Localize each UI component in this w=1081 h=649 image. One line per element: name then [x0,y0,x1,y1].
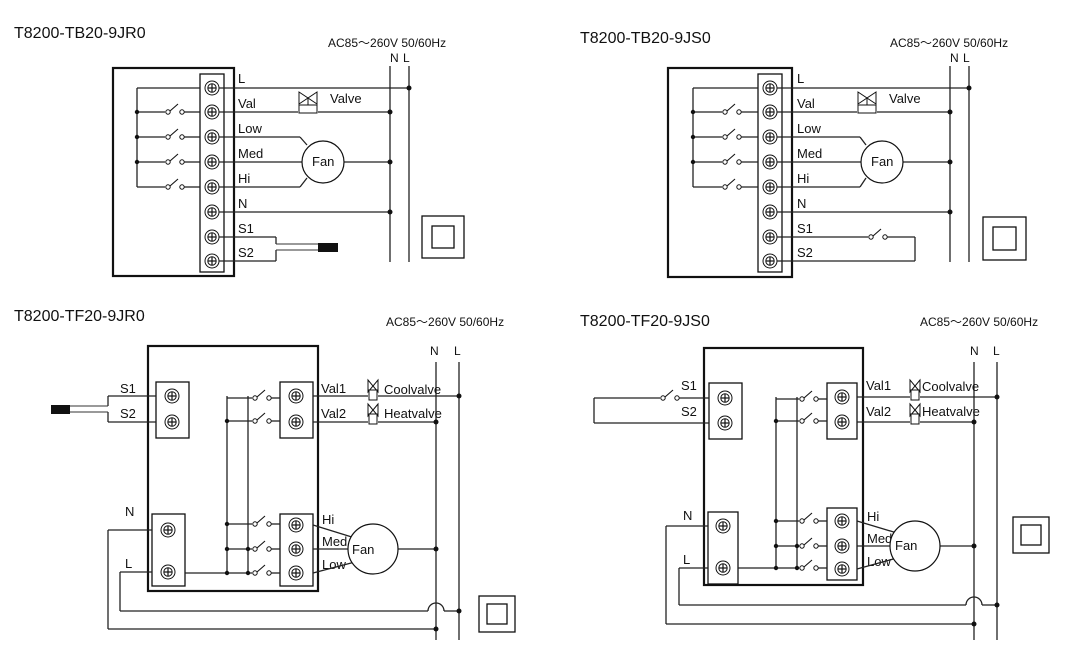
terminal-s1-label: S1 [120,381,136,396]
terminal-labels: S1 S2 Val1 Val2 N L Hi Med Low [681,378,892,569]
coolvalve-icon [909,379,921,401]
thermostat-face-icon [1012,516,1050,554]
fan-label: Fan [871,154,893,169]
terminal-med-label: Med [797,146,822,161]
supply-n-label: N [390,51,399,65]
terminal-hi-label: Hi [867,509,879,524]
supply-voltage-label: AC85～260V 50/60Hz [890,36,1008,50]
supply-l-label: L [403,51,410,65]
terminal-med-label: Med [238,146,263,161]
external-wiring [51,362,462,640]
terminal-val-label: Val [238,96,256,111]
external-wiring [777,66,972,262]
heatvalve-label: Heatvalve [922,404,980,419]
terminal-l-label: L [683,552,690,567]
thermostat-face-icon [982,216,1027,261]
temperature-probe [318,243,338,252]
terminal-low-label: Low [797,121,821,136]
fan-label: Fan [895,538,917,553]
temperature-probe [51,405,70,414]
heatvalve-icon [909,403,921,425]
external-wiring [219,66,412,262]
terminal-s1-label: S1 [797,221,813,236]
terminal-low-label: Low [322,557,346,572]
diagram-tf20-jr0: T8200-TF20-9JR0 AC85～260V 50/60Hz N L S1… [14,308,516,640]
terminal-hi-label: Hi [322,512,334,527]
diagram-tb20-jr0: T8200-TB20-9JR0 AC85～260V 50/60Hz N L L … [14,25,465,278]
external-wiring [593,362,1000,640]
terminal-s2-label: S2 [797,245,813,260]
fan-label: Fan [352,542,374,557]
diagram-title: T8200-TF20-9JR0 [14,308,145,325]
terminal-l-label: L [125,556,132,571]
thermostat-face-icon [421,215,465,259]
terminal-s1-label: S1 [681,378,697,393]
supply-n-label: N [950,51,959,65]
terminal-n-label: N [683,508,692,523]
terminal-l-label: L [238,71,245,86]
terminal-hi-label: Hi [238,171,250,186]
terminal-med-label: Med [867,531,892,546]
coolvalve-label: Coolvalve [922,379,979,394]
diagram-title: T8200-TF20-9JS0 [580,313,710,330]
fan-motor-icon [860,140,904,184]
supply-l-label: L [454,344,461,358]
terminal-low-label: Low [238,121,262,136]
terminal-val1-label: Val1 [866,378,891,393]
supply-l-label: L [993,344,1000,358]
valve-label: Valve [889,91,921,106]
terminal-s2-label: S2 [238,245,254,260]
terminal-n-label: N [125,504,134,519]
coolvalve-icon [367,379,379,401]
terminal-s2-label: S2 [120,406,136,421]
internal-relay-wiring [690,87,758,190]
terminal-n-label: N [797,196,806,211]
terminal-labels: L Val Low Med Hi N S1 S2 [797,71,822,260]
supply-voltage-label: AC85～260V 50/60Hz [386,315,504,329]
diagram-tb20-js0: T8200-TB20-9JS0 AC85～260V 50/60Hz N L L … [580,30,1027,279]
terminal-val2-label: Val2 [866,404,891,419]
terminal-labels: S1 S2 Val1 Val2 N L Hi Med Low [120,381,347,572]
terminal-n-label: N [238,196,247,211]
thermostat-face-icon [478,595,516,633]
terminal-s1-label: S1 [238,221,254,236]
terminal-med-label: Med [322,534,347,549]
supply-n-label: N [430,344,439,358]
fan-motor-icon [301,140,345,184]
supply-l-label: L [963,51,970,65]
terminal-hi-label: Hi [797,171,809,186]
fan-label: Fan [312,154,334,169]
coolvalve-label: Coolvalve [384,382,441,397]
terminal-val-label: Val [797,96,815,111]
diagram-title: T8200-TB20-9JR0 [14,25,146,42]
terminal-val2-label: Val2 [321,406,346,421]
fan-motor-icon [347,523,399,575]
diagram-tf20-js0: T8200-TF20-9JS0 AC85～260V 50/60Hz N L S1 [580,313,1050,640]
terminal-l-label: L [797,71,804,86]
valve-icon [298,91,318,114]
valve-icon [857,91,877,114]
terminal-low-label: Low [867,554,891,569]
internal-relay-wiring [185,389,280,576]
heatvalve-icon [367,403,379,425]
terminal-s2-label: S2 [681,404,697,419]
terminal-labels: L Val Low Med Hi N S1 S2 [238,71,263,260]
supply-n-label: N [970,344,979,358]
internal-relay-wiring [738,390,827,571]
diagram-title: T8200-TB20-9JS0 [580,30,711,47]
terminal-val1-label: Val1 [321,381,346,396]
fan-motor-icon [889,520,941,572]
supply-voltage-label: AC85～260V 50/60Hz [328,36,446,50]
internal-relay-wiring [134,87,200,190]
valve-label: Valve [330,91,362,106]
supply-voltage-label: AC85～260V 50/60Hz [920,315,1038,329]
heatvalve-label: Heatvalve [384,406,442,421]
